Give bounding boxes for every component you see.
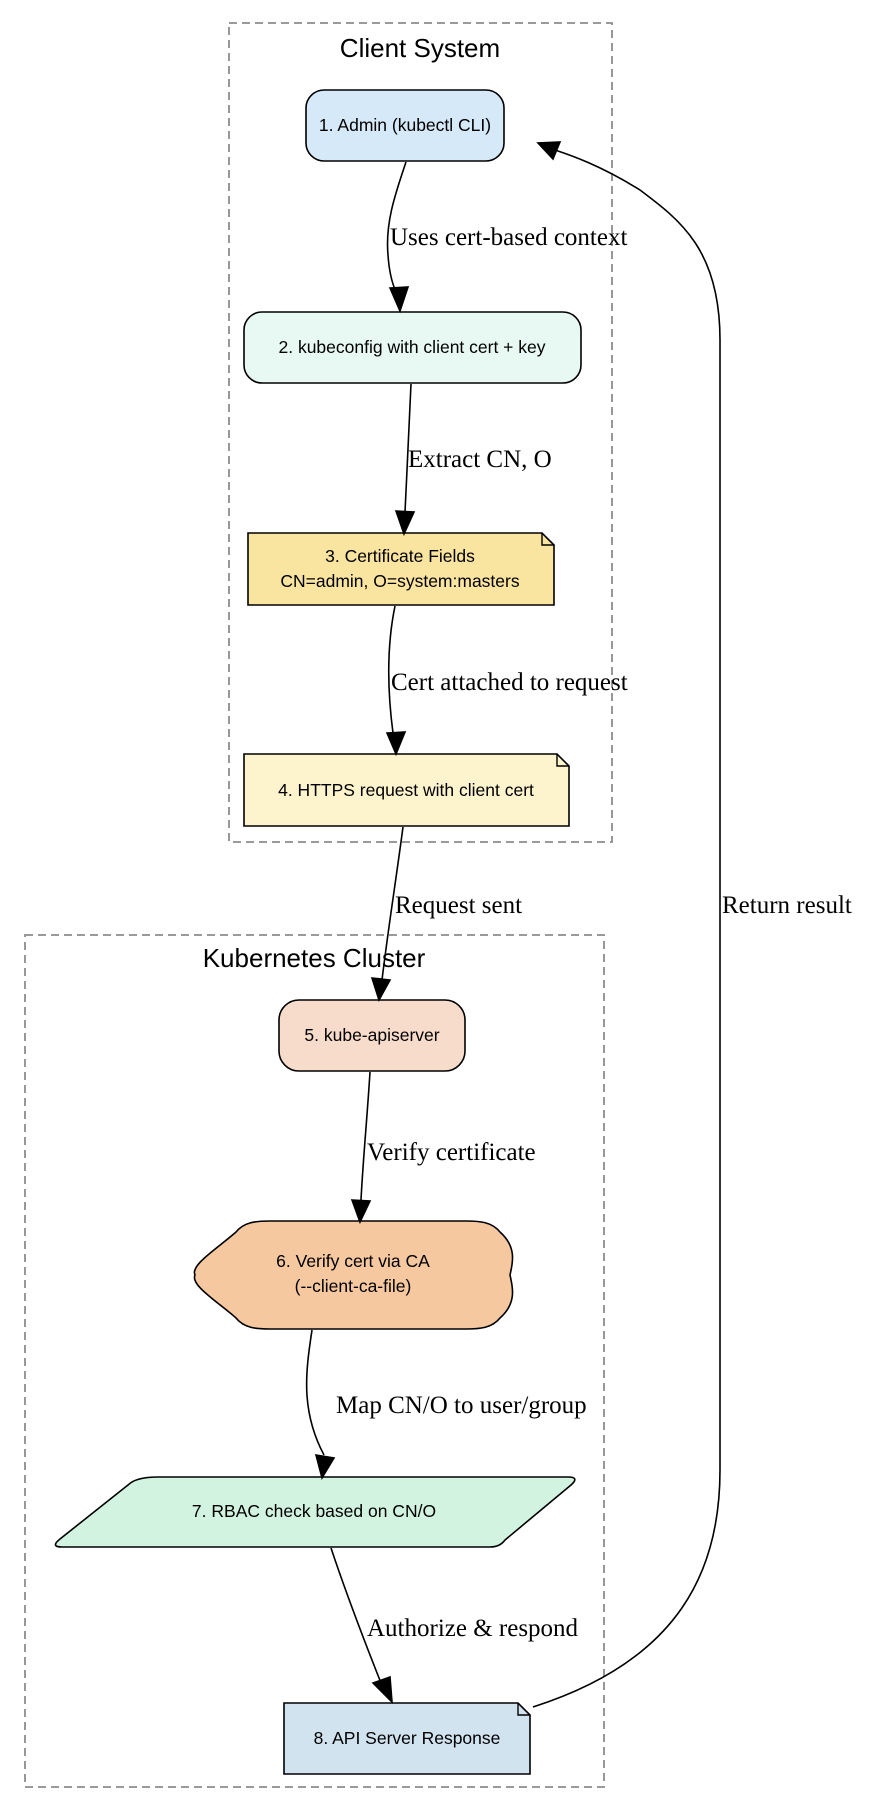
- node-rbac-check-shape: [54, 1476, 576, 1548]
- edge-fields-to-request: Cert attached to request: [385, 605, 628, 757]
- node-https-request-label: 4. HTTPS request with client cert: [278, 780, 534, 800]
- edge-rbac-to-response-line: [330, 1547, 382, 1684]
- edge-verify-to-rbac-label: Map CN/O to user/group: [336, 1392, 587, 1419]
- edge-kubeconfig-to-fields-line: [404, 383, 412, 513]
- node-kube-apiserver-shape: [278, 999, 466, 1072]
- edge-verify-to-rbac: Map CN/O to user/group: [305, 1329, 587, 1481]
- node-certificate-fields-label-line2: CN=admin, O=system:masters: [280, 571, 519, 591]
- edge-admin-to-kubeconfig: Uses cert-based context: [386, 161, 627, 314]
- node-admin-kubectl-label: 1. Admin (kubectl CLI): [319, 115, 491, 135]
- node-verify-cert-ca: 6. Verify cert via CA (--client-ca-file): [193, 1220, 514, 1330]
- edge-fields-to-request-label: Cert attached to request: [391, 669, 628, 696]
- node-admin-kubectl-shape: [305, 89, 505, 162]
- node-api-server-response-shape: [283, 1702, 531, 1775]
- node-verify-cert-ca-shape: [193, 1220, 514, 1330]
- node-api-server-response-fold: [517, 1703, 530, 1716]
- edge-fields-to-request-line: [387, 605, 396, 734]
- node-https-request-shape: [243, 753, 570, 827]
- edge-verify-to-rbac-line: [305, 1329, 325, 1456]
- node-kubeconfig-shape: [243, 311, 582, 384]
- edge-rbac-to-response-label: Authorize & respond: [367, 1615, 579, 1642]
- edge-apiserver-to-verify: Verify certificate: [350, 1071, 536, 1225]
- node-verify-cert-ca-label-line1: 6. Verify cert via CA: [276, 1251, 430, 1271]
- node-admin-kubectl: 1. Admin (kubectl CLI): [305, 89, 505, 162]
- node-certificate-fields: 3. Certificate Fields CN=admin, O=system…: [247, 532, 555, 606]
- client-system-cluster: [228, 22, 613, 843]
- edge-request-to-apiserver-line: [381, 826, 404, 981]
- edge-kubeconfig-to-fields-label: Extract CN, O: [408, 446, 552, 473]
- edge-response-to-admin: Return result: [532, 141, 852, 1708]
- node-kube-apiserver: 5. kube-apiserver: [278, 999, 466, 1072]
- node-certificate-fields-fold: [541, 533, 554, 546]
- node-kubeconfig-label: 2. kubeconfig with client cert + key: [278, 337, 545, 357]
- edge-request-to-apiserver-label: Request sent: [395, 892, 522, 919]
- edge-response-to-admin-label: Return result: [722, 892, 852, 919]
- node-certificate-fields-label-line1: 3. Certificate Fields: [325, 546, 475, 566]
- client-system-cluster-label: Client System: [340, 33, 500, 63]
- edge-admin-to-kubeconfig-label: Uses cert-based context: [390, 224, 627, 251]
- edge-kubeconfig-to-fields-arrowhead: [394, 510, 416, 537]
- edge-admin-to-kubeconfig-arrowhead: [388, 286, 410, 314]
- node-api-server-response: 8. API Server Response: [283, 1702, 531, 1775]
- edge-admin-to-kubeconfig-line: [386, 161, 407, 293]
- node-kube-apiserver-label: 5. kube-apiserver: [304, 1025, 439, 1045]
- edge-kubeconfig-to-fields: Extract CN, O: [394, 383, 552, 537]
- edge-apiserver-to-verify-arrowhead: [350, 1199, 372, 1225]
- node-verify-cert-ca-label-line2: (--client-ca-file): [295, 1276, 412, 1296]
- edge-response-to-admin-line: [532, 149, 721, 1708]
- edge-rbac-to-response: Authorize & respond: [330, 1547, 579, 1705]
- kubernetes-cluster-label: Kubernetes Cluster: [203, 943, 426, 973]
- edge-verify-to-rbac-arrowhead: [314, 1454, 336, 1481]
- edge-request-to-apiserver: Request sent: [370, 826, 522, 1003]
- edge-response-to-admin-arrowhead: [536, 141, 562, 161]
- node-https-request-fold: [556, 754, 569, 767]
- edge-rbac-to-response-arrowhead: [371, 1675, 393, 1705]
- edge-request-to-apiserver-arrowhead: [370, 977, 392, 1003]
- edge-apiserver-to-verify-line: [360, 1071, 371, 1201]
- node-api-server-response-label: 8. API Server Response: [314, 1728, 501, 1748]
- node-certificate-fields-shape: [247, 532, 555, 606]
- edge-apiserver-to-verify-label: Verify certificate: [367, 1139, 536, 1166]
- kubernetes-cluster: [24, 934, 605, 1788]
- node-rbac-check-label: 7. RBAC check based on CN/O: [192, 1501, 436, 1521]
- node-https-request: 4. HTTPS request with client cert: [243, 753, 570, 827]
- node-rbac-check: 7. RBAC check based on CN/O: [54, 1476, 576, 1548]
- node-kubeconfig: 2. kubeconfig with client cert + key: [243, 311, 582, 384]
- edge-fields-to-request-arrowhead: [385, 731, 407, 757]
